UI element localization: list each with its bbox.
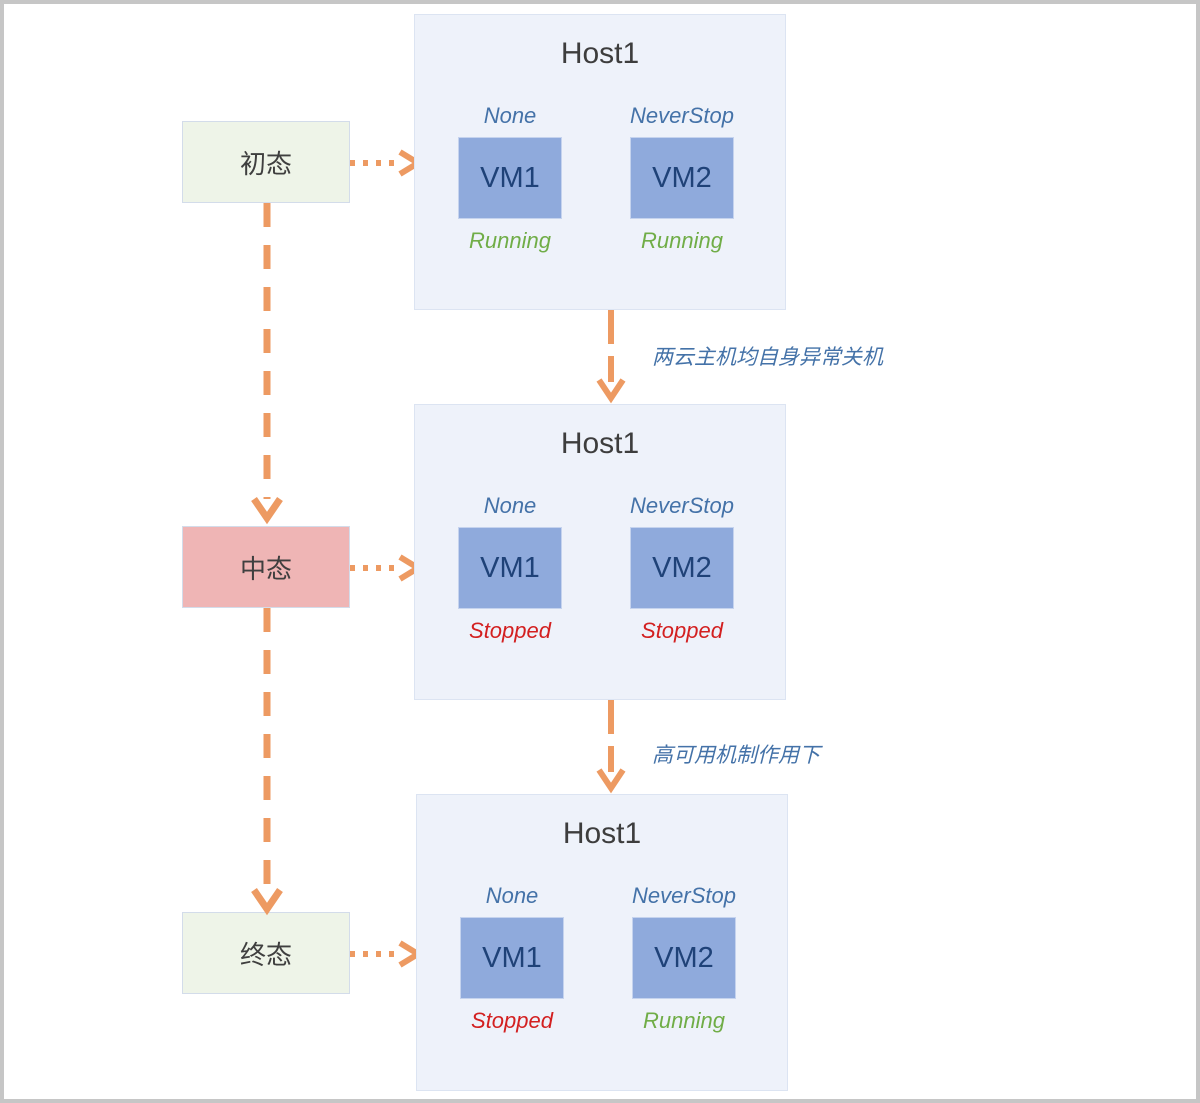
connector-stage-2-to-stage-3 xyxy=(589,700,633,794)
vm-state-label: Running xyxy=(469,228,551,253)
connector-initial-to-middle xyxy=(242,203,292,528)
vm-policy-label: None xyxy=(483,493,537,518)
vm-policy-label: NeverStop xyxy=(632,883,736,908)
phase-box-middle[interactable]: 中态 xyxy=(182,526,350,608)
vm-column-stage-1-vm1: None VM1 Running xyxy=(435,103,585,254)
connector-middle-to-final xyxy=(242,608,292,918)
vm-rect-vm2[interactable]: VM2 xyxy=(630,527,734,609)
vm-state-label: Running xyxy=(641,228,723,253)
host-title-stage-3: Host1 xyxy=(562,817,642,850)
host-title-stage-1: Host1 xyxy=(560,37,640,70)
transition-label-1: 两云主机均自身异常关机 xyxy=(652,346,883,369)
vm-state-label: Stopped xyxy=(471,1008,553,1033)
host-box-stage-1: Host1 None VM1 Running NeverStop VM2 Run… xyxy=(414,14,786,310)
phase-label-initial: 初态 xyxy=(239,148,292,179)
vm-rect-vm2[interactable]: VM2 xyxy=(632,917,736,999)
host-box-stage-2: Host1 None VM1 Stopped NeverStop VM2 Sto… xyxy=(414,404,786,700)
connector-stage-1-to-stage-2 xyxy=(589,310,633,404)
vm-rect-vm1[interactable]: VM1 xyxy=(458,137,562,219)
vm-state-label: Stopped xyxy=(469,618,551,643)
vm-rect-vm1[interactable]: VM1 xyxy=(458,527,562,609)
host-box-stage-3: Host1 None VM1 Stopped NeverStop VM2 Run… xyxy=(416,794,788,1091)
phase-box-initial[interactable]: 初态 xyxy=(182,121,350,203)
vm-column-stage-3-vm1: None VM1 Stopped xyxy=(437,883,587,1034)
phase-label-middle: 中态 xyxy=(239,553,292,584)
vm-rect-vm1[interactable]: VM1 xyxy=(460,917,564,999)
vm-column-stage-2-vm2: NeverStop VM2 Stopped xyxy=(607,493,757,644)
host-title-stage-2: Host1 xyxy=(560,427,640,460)
vm-column-stage-3-vm2: NeverStop VM2 Running xyxy=(609,883,759,1034)
vm-column-stage-2-vm1: None VM1 Stopped xyxy=(435,493,585,644)
connector-final-to-stage-3 xyxy=(350,938,426,970)
phase-label-final: 终态 xyxy=(239,939,292,970)
vm-policy-label: NeverStop xyxy=(630,103,734,128)
vm-policy-label: NeverStop xyxy=(630,493,734,518)
transition-label-2: 高可用机制作用下 xyxy=(652,744,820,767)
vm-state-label: Running xyxy=(643,1008,725,1033)
vm-policy-label: None xyxy=(485,883,539,908)
phase-box-final[interactable]: 终态 xyxy=(182,912,350,994)
vm-rect-vm2[interactable]: VM2 xyxy=(630,137,734,219)
vm-policy-label: None xyxy=(483,103,537,128)
vm-state-label: Stopped xyxy=(641,618,723,643)
vm-column-stage-1-vm2: NeverStop VM2 Running xyxy=(607,103,757,254)
